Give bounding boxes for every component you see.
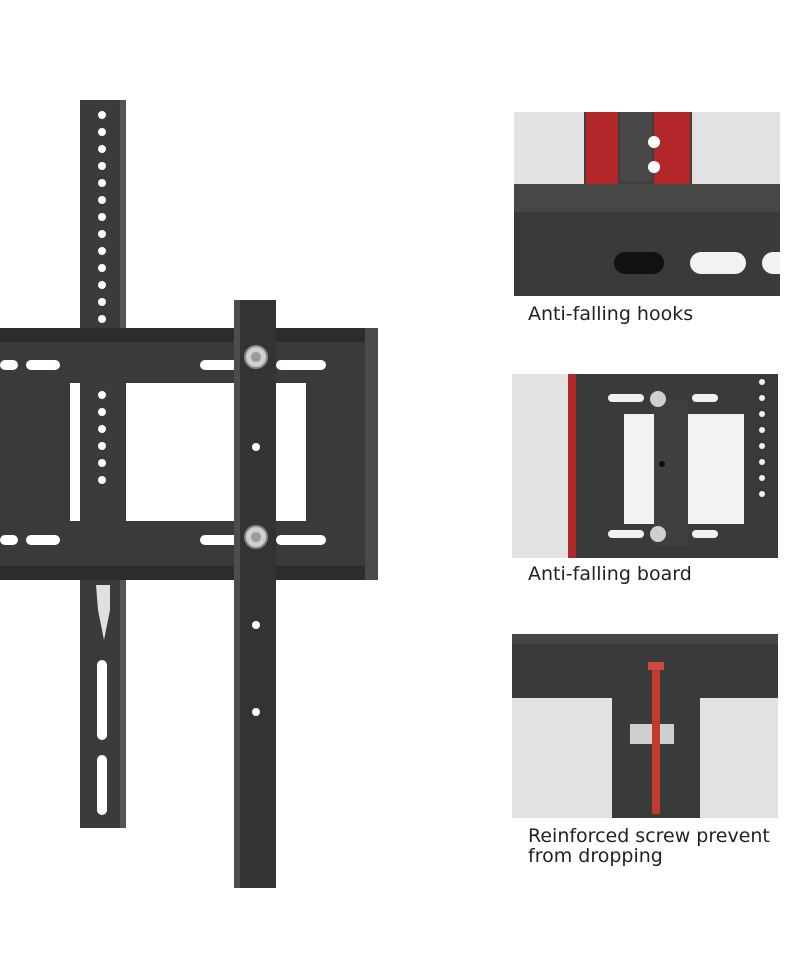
hook-icon [96, 585, 110, 640]
feature-caption-hooks: Anti-falling hooks [528, 303, 694, 325]
screw-icon [648, 662, 664, 670]
screw-detail-image [512, 634, 778, 818]
board-detail-image [512, 374, 778, 558]
feature-caption-screw-line2: from dropping [528, 845, 663, 867]
feature-caption-board: Anti-falling board [528, 563, 692, 585]
bracket-holes [97, 111, 107, 815]
right-vertical-bracket [234, 300, 276, 888]
hook-detail-image [514, 112, 780, 296]
wall-plate [0, 328, 378, 580]
tv-mount-illustration [0, 100, 378, 888]
feature-caption-screw-line1: Reinforced screw prevent [528, 825, 770, 847]
